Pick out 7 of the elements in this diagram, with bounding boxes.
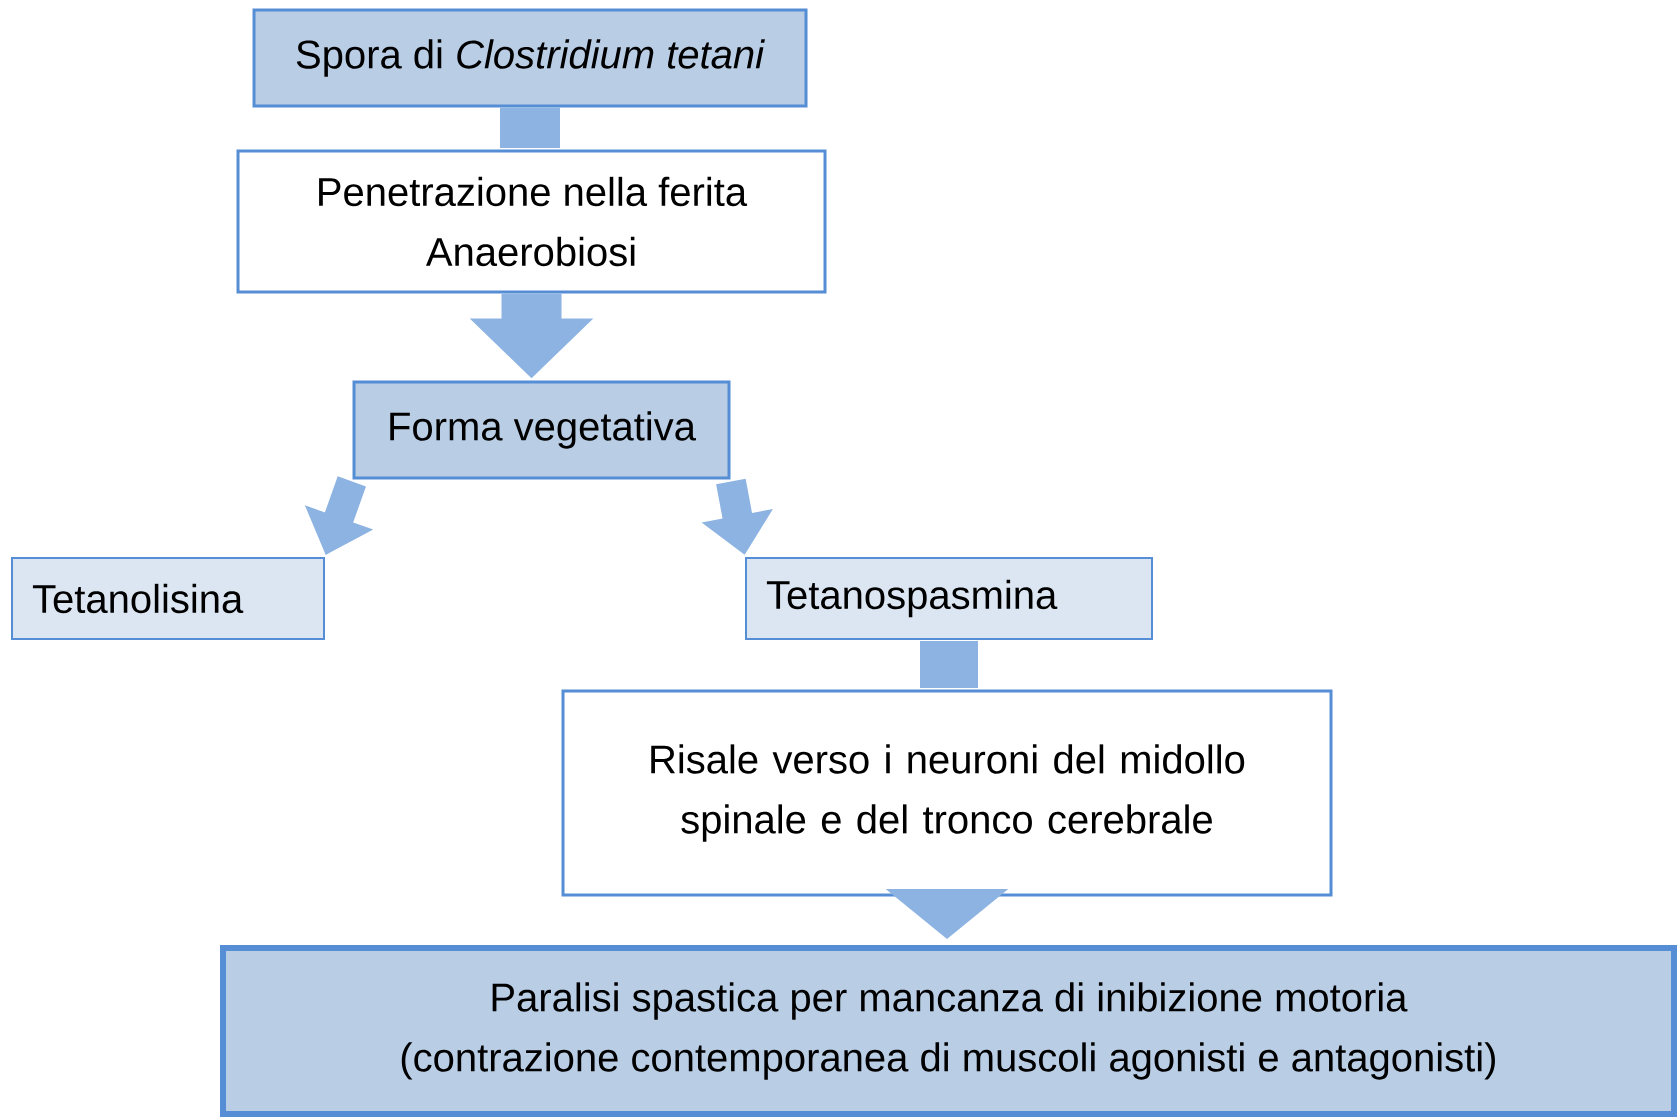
process-box: Spora di Clostridium tetani	[252, 8, 808, 108]
process-box: Paralisi spastica per mancanza di inibizione motoria (contrazione contemporanea di muscoli agonisti e antagonisti)	[220, 945, 1677, 1117]
process-box: Penetrazione nella ferita Anaerobiosi	[236, 149, 827, 294]
process-box: Tetanolisina	[11, 557, 325, 640]
process-box: Tetanospasmina	[745, 557, 1153, 640]
process-box: Risale verso i neuroni del midollo spinale e del tronco cerebrale	[561, 689, 1333, 897]
process-box: Forma vegetativa	[352, 380, 731, 480]
